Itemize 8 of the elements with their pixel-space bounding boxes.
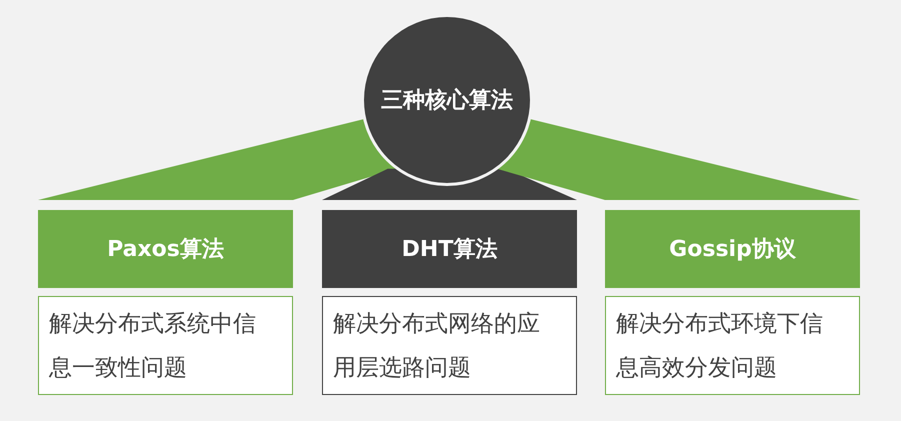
wedge-connector [38, 117, 398, 200]
description-box: 解决分布式环境下信息高效分发问题 [605, 296, 860, 395]
header-box: DHT算法 [322, 210, 577, 288]
description-box: 解决分布式系统中信息一致性问题 [38, 296, 293, 395]
wedge-connector [496, 117, 860, 200]
description-box: 解决分布式网络的应用层选路问题 [322, 296, 577, 395]
header-box: Paxos算法 [38, 210, 293, 288]
header-box: Gossip协议 [605, 210, 860, 288]
